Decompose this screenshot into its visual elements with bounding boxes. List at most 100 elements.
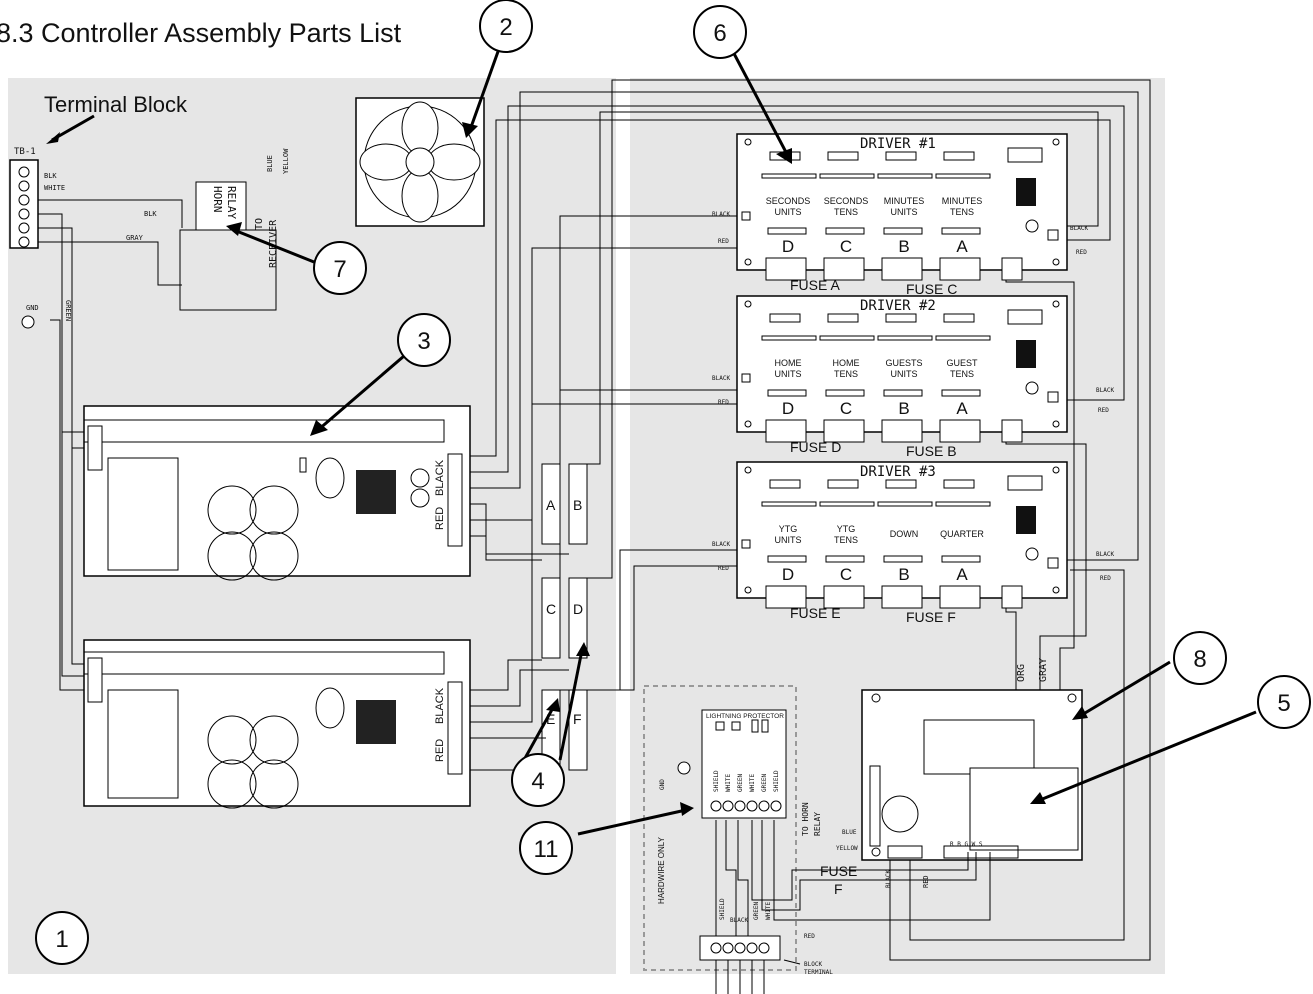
fuse-label: FUSE B xyxy=(906,443,957,459)
org-wire-label: ORG xyxy=(1016,664,1027,682)
lp-wires xyxy=(715,820,991,940)
lp-terminal-label: SHIELD xyxy=(713,770,720,792)
power-supply-1 xyxy=(83,405,471,581)
lp-terminal-screw xyxy=(746,800,758,812)
psu1-black-label: BLACK xyxy=(434,459,446,496)
horn-label: HORN xyxy=(211,186,224,213)
d1-black-right: BLACK xyxy=(1070,225,1088,232)
controller-pins: R B G W S xyxy=(950,841,983,848)
gray-wire-label-2: GRAY xyxy=(1038,658,1049,682)
svg-text:1: 1 xyxy=(55,926,68,953)
driver-board-3: DRIVER #3YTGUNITSDYTGTENSCDOWNBQUARTERAF… xyxy=(736,461,1068,625)
d1-red-label: RED xyxy=(718,238,729,245)
fuse-label: FUSE C xyxy=(906,281,957,297)
driver-board-2: DRIVER #2HOMEUNITSDHOMETENSCGUESTSUNITSB… xyxy=(736,295,1068,459)
d3-red-label: RED xyxy=(718,565,729,572)
channel-letter: A xyxy=(956,399,968,418)
fuse-holder xyxy=(881,257,923,281)
hardwire-only-label: HARDWIRE ONLY xyxy=(657,836,666,904)
channel-letter: A xyxy=(956,237,968,256)
channel-letter: B xyxy=(898,399,909,418)
lp-terminal-screw xyxy=(758,800,770,812)
callout-3: 3 xyxy=(397,313,451,367)
controller-board xyxy=(861,689,1083,861)
lp-terminal-screw xyxy=(770,800,782,812)
driver-title: DRIVER #2 xyxy=(860,298,936,314)
tb1-blk: BLK xyxy=(44,172,57,180)
to-label: TO xyxy=(254,218,265,230)
bottom-black: BLACK xyxy=(730,917,748,924)
receiver-label: RECEIVER xyxy=(268,219,279,268)
d1-black-label: BLACK xyxy=(712,211,730,218)
channel-name: SECONDS xyxy=(824,196,869,206)
channel-name: UNITS xyxy=(775,369,802,379)
inline-fuse-c: C xyxy=(546,601,556,617)
d2-red-right: RED xyxy=(1098,407,1109,414)
terminal-label: TERMINAL xyxy=(804,969,833,976)
callout-11: 11 xyxy=(519,821,573,875)
gray-wire-label: GRAY xyxy=(126,234,144,242)
driver-title: DRIVER #1 xyxy=(860,136,936,152)
blue-wire-label: BLUE xyxy=(266,155,274,172)
svg-text:2: 2 xyxy=(499,14,512,41)
fuse-label: FUSE E xyxy=(790,605,841,621)
tb1-screws xyxy=(18,166,30,248)
fuse-holder xyxy=(765,585,807,609)
callout-8: 8 xyxy=(1173,631,1227,685)
bottom-red: RED xyxy=(804,933,815,940)
fan-blades xyxy=(359,101,481,223)
inline-fuse-b: B xyxy=(573,497,582,513)
d3-red-right: RED xyxy=(1100,575,1111,582)
d1-red-right: RED xyxy=(1076,249,1087,256)
channel-letter: D xyxy=(782,399,794,418)
routing-wires xyxy=(470,79,1151,961)
svg-text:7: 7 xyxy=(333,256,346,283)
d2-black-label: BLACK xyxy=(712,375,730,382)
bottom-green: GREEN xyxy=(753,902,760,920)
page-title: 8.3 Controller Assembly Parts List xyxy=(0,18,402,48)
channel-name: TENS xyxy=(950,369,974,379)
svg-text:5: 5 xyxy=(1277,690,1290,717)
fuse-holder xyxy=(881,419,923,443)
lp-terminal-label: GREEN xyxy=(737,774,744,792)
svg-text:3: 3 xyxy=(417,328,430,355)
channel-name: GUEST xyxy=(946,358,978,368)
callout-circles: 1 2 3 4 5 6 7 8 11 xyxy=(35,0,1311,965)
channel-letter: D xyxy=(782,565,794,584)
fuse-holder xyxy=(823,257,865,281)
gnd-label: GND xyxy=(26,304,39,312)
blk-wire-label: BLK xyxy=(144,210,157,218)
controller-fuse-label: FUSE xyxy=(820,863,857,879)
lp-terminal-label: SHIELD xyxy=(773,770,780,792)
bottom-shield: SHIELD xyxy=(719,898,726,920)
lp-gnd-label: GND xyxy=(659,779,666,790)
d3-black-label: BLACK xyxy=(712,541,730,548)
channel-letter: A xyxy=(956,565,968,584)
channel-letter: C xyxy=(840,399,852,418)
fuse-holder xyxy=(823,419,865,443)
channel-name: MINUTES xyxy=(942,196,983,206)
callout-4: 4 xyxy=(511,753,565,807)
fuse-holder xyxy=(939,585,981,609)
channel-name: UNITS xyxy=(891,369,918,379)
channel-name: TENS xyxy=(834,369,858,379)
fuse-holder xyxy=(939,419,981,443)
callout-6: 6 xyxy=(693,5,747,59)
psu1-red-label: RED xyxy=(434,507,446,530)
svg-text:4: 4 xyxy=(531,768,544,795)
channel-letter: C xyxy=(840,237,852,256)
controller-red: RED xyxy=(922,875,930,888)
block-label: BLOCK xyxy=(804,961,822,968)
block-terminal-screws xyxy=(710,942,770,954)
callout-arrowheads xyxy=(226,122,1088,816)
channel-letter: B xyxy=(898,565,909,584)
relay-label: RELAY xyxy=(225,186,238,219)
channel-name: QUARTER xyxy=(940,529,984,539)
channel-name: UNITS xyxy=(775,535,802,545)
controller-blue: BLUE xyxy=(842,829,857,836)
hardwire-only-zone xyxy=(643,685,797,971)
channel-name: TENS xyxy=(834,207,858,217)
inline-fuse-e: E xyxy=(546,711,555,727)
